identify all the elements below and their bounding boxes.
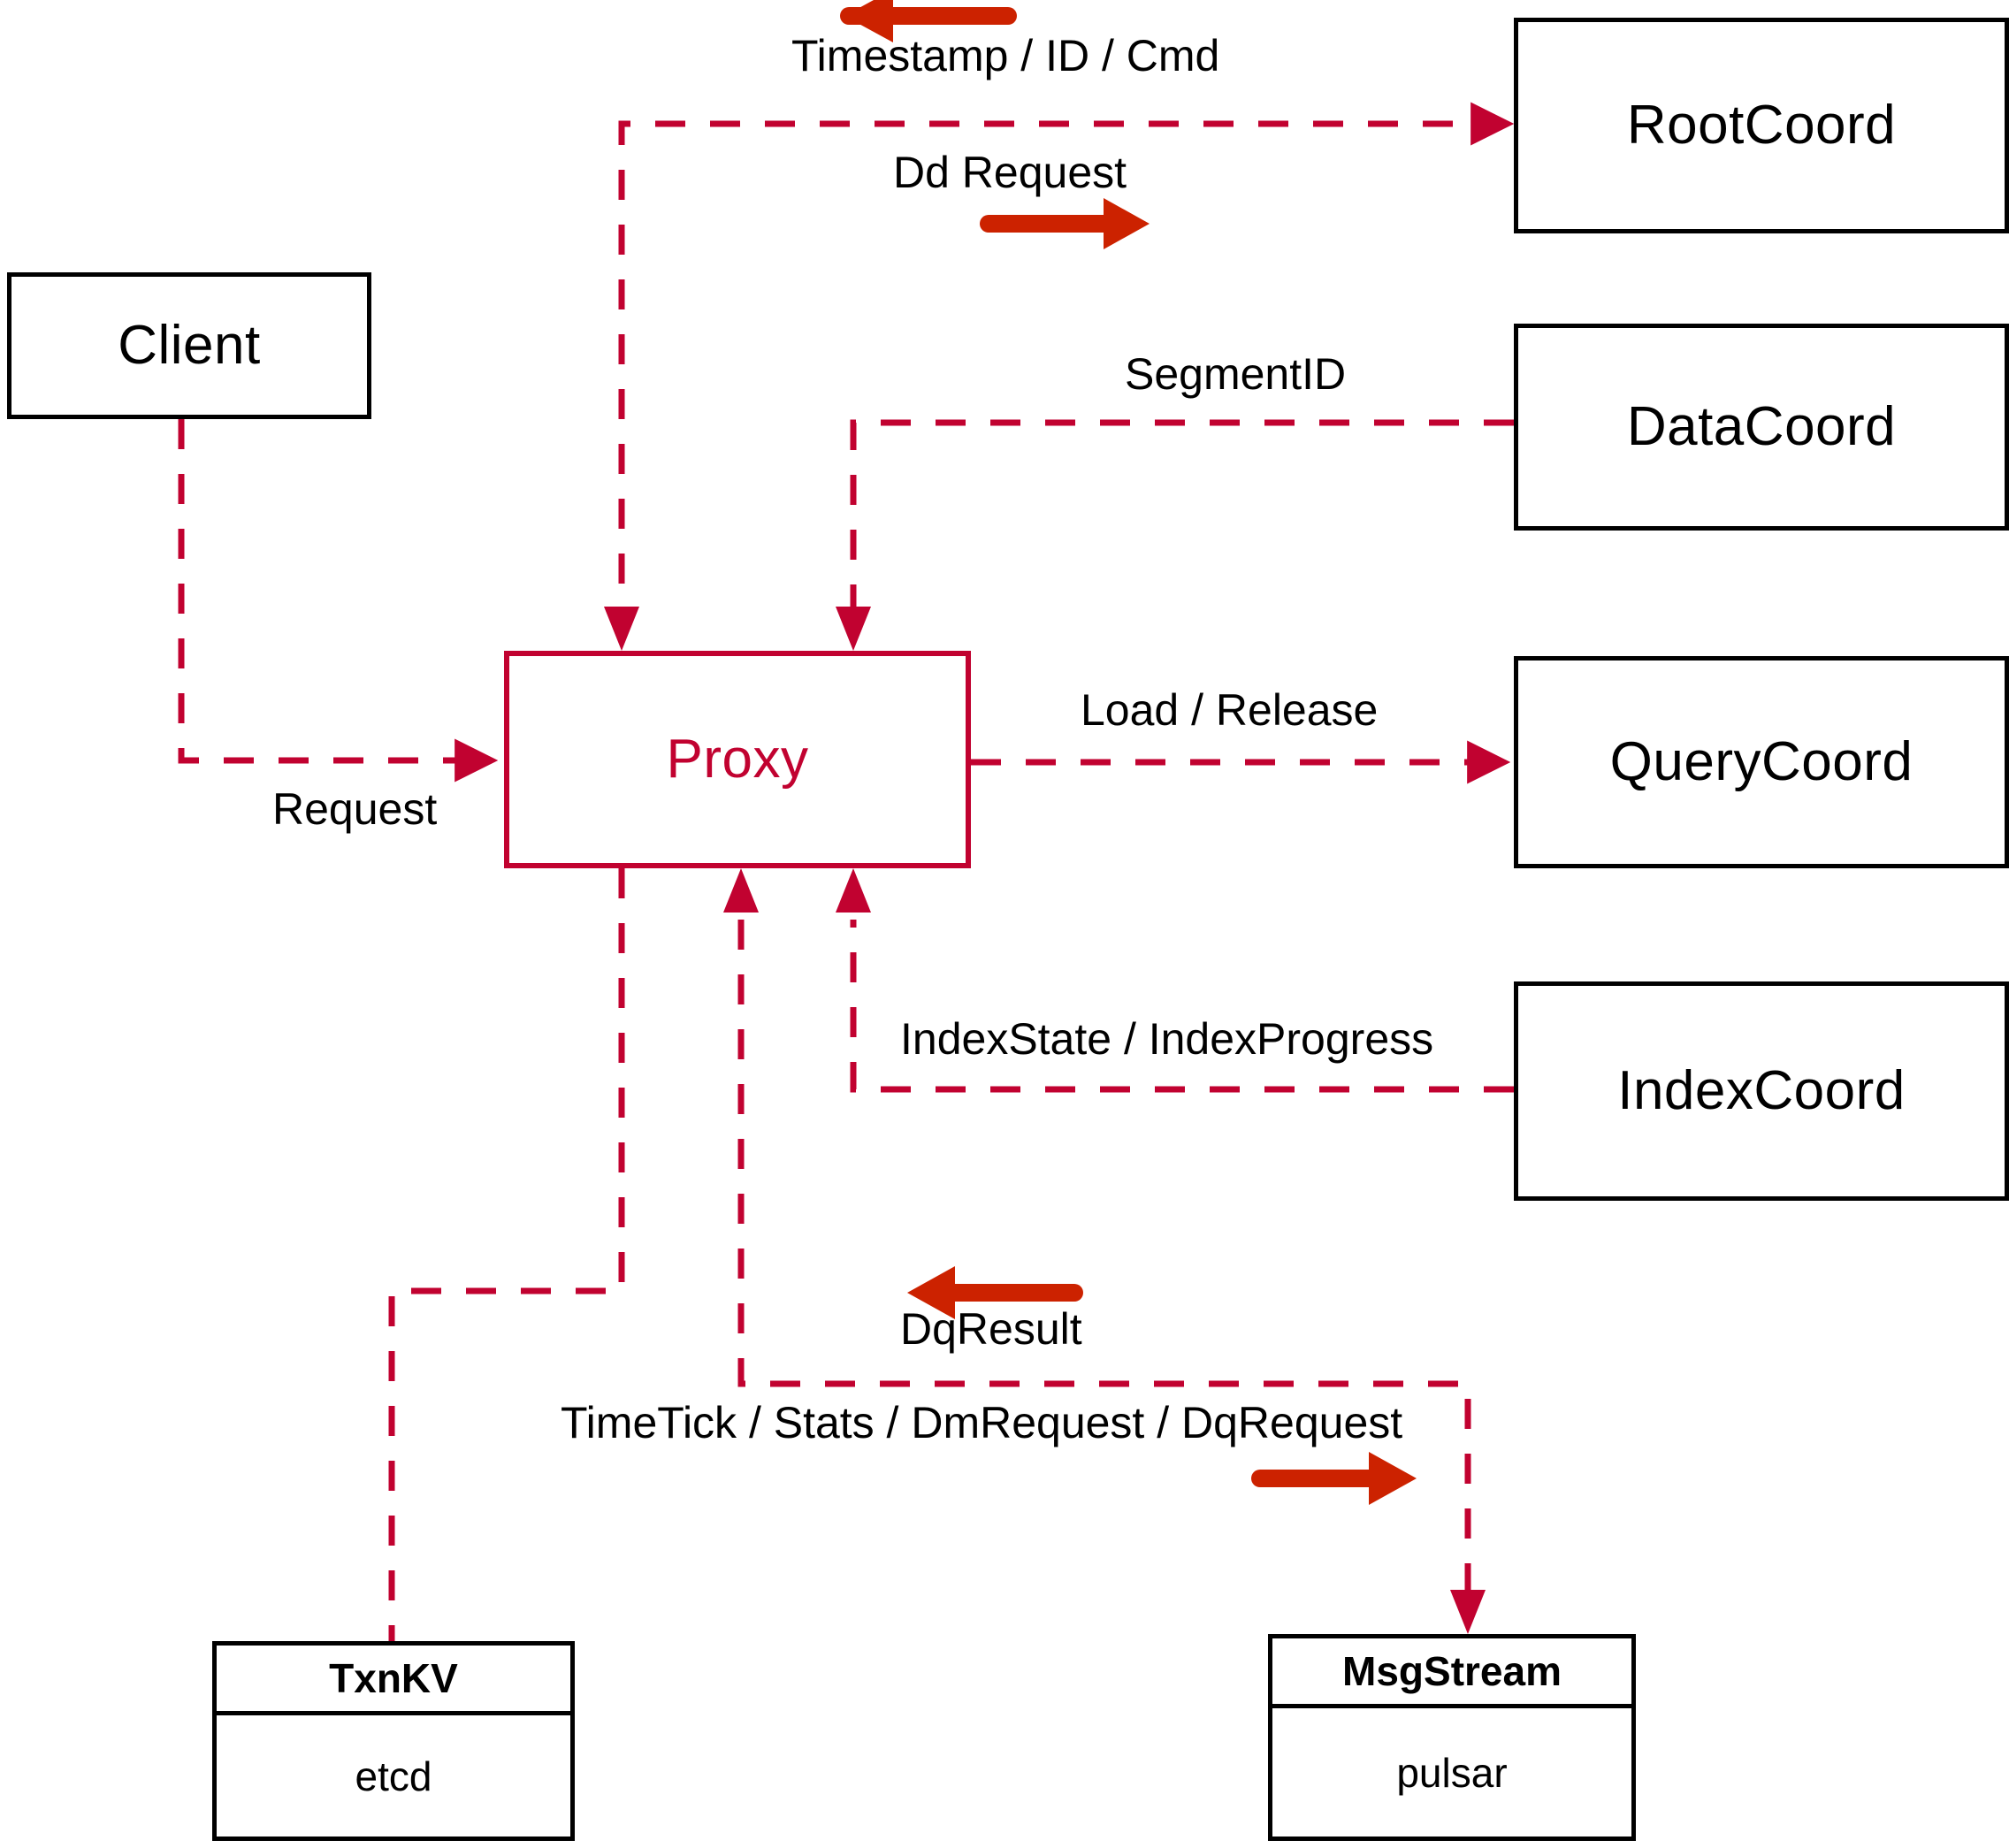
- edge-label-segment-id: SegmentID: [1125, 349, 1347, 399]
- wire-proxy-to-txnkv: [388, 868, 625, 1641]
- edge-label-dq-result: DqResult: [900, 1304, 1082, 1354]
- direction-arrow-timetick-right: [1251, 1452, 1417, 1505]
- wire-proxy-to-msgstream: [723, 868, 1486, 1634]
- node-msgstream-impl-row: pulsar: [1272, 1708, 1631, 1837]
- node-client-label: Client: [118, 315, 261, 376]
- node-rootcoord[interactable]: RootCoord: [1514, 18, 2009, 233]
- node-msgstream[interactable]: MsgStream pulsar: [1268, 1634, 1636, 1841]
- node-msgstream-title: MsgStream: [1342, 1648, 1562, 1694]
- edge-label-dd-request: Dd Request: [893, 148, 1127, 197]
- node-indexcoord-label: IndexCoord: [1617, 1060, 1906, 1121]
- node-indexcoord[interactable]: IndexCoord: [1514, 981, 2009, 1201]
- edge-label-timetick-stats: TimeTick / Stats / DmRequest / DqRequest: [561, 1398, 1403, 1447]
- node-msgstream-title-row: MsgStream: [1272, 1638, 1631, 1708]
- node-msgstream-impl: pulsar: [1396, 1749, 1508, 1796]
- edge-label-load-release: Load / Release: [1081, 685, 1379, 735]
- edge-label-timestamp-id-cmd: Timestamp / ID / Cmd: [791, 31, 1220, 80]
- node-datacoord-label: DataCoord: [1626, 396, 1897, 457]
- node-proxy[interactable]: Proxy: [504, 651, 971, 868]
- node-client[interactable]: Client: [7, 272, 371, 419]
- node-querycoord[interactable]: QueryCoord: [1514, 656, 2009, 868]
- node-txnkv-title-row: TxnKV: [217, 1646, 570, 1715]
- node-rootcoord-label: RootCoord: [1626, 95, 1897, 156]
- direction-arrow-dd-request-right: [980, 198, 1150, 249]
- wire-proxy-to-rootcoord: [604, 102, 1515, 651]
- node-txnkv[interactable]: TxnKV etcd: [212, 1641, 575, 1841]
- edge-label-request: Request: [272, 784, 438, 834]
- edge-label-index-state-progress: IndexState / IndexProgress: [900, 1014, 1434, 1064]
- node-proxy-label: Proxy: [666, 729, 809, 790]
- node-querycoord-label: QueryCoord: [1609, 731, 1914, 792]
- node-txnkv-impl-row: etcd: [217, 1715, 570, 1837]
- node-datacoord[interactable]: DataCoord: [1514, 324, 2009, 531]
- wire-datacoord-to-proxy: [836, 419, 1514, 651]
- node-txnkv-title: TxnKV: [329, 1655, 458, 1701]
- wire-client-to-proxy: [178, 419, 499, 783]
- node-txnkv-impl: etcd: [355, 1753, 432, 1799]
